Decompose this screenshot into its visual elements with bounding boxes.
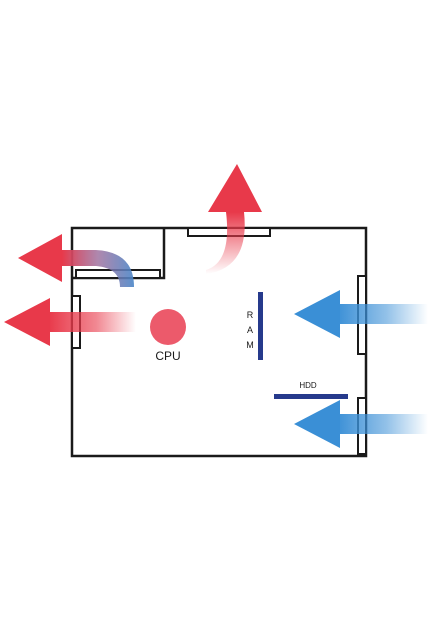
hdd-label: HDD bbox=[299, 381, 317, 390]
cpu-label: CPU bbox=[155, 349, 180, 363]
psu-exhaust-arrow bbox=[18, 234, 134, 287]
ram-letter-m: M bbox=[246, 340, 254, 350]
rear-exhaust-arrow bbox=[4, 298, 136, 346]
ram-stick bbox=[258, 292, 263, 360]
ram-letter-a: A bbox=[247, 325, 253, 335]
front-intake-arrow-upper bbox=[294, 290, 428, 338]
hdd-bar bbox=[274, 394, 348, 399]
top-exhaust-arrow bbox=[206, 164, 262, 274]
cpu-circle bbox=[150, 309, 186, 345]
front-intake-arrow-lower bbox=[294, 400, 428, 448]
ram-letter-r: R bbox=[247, 310, 254, 320]
